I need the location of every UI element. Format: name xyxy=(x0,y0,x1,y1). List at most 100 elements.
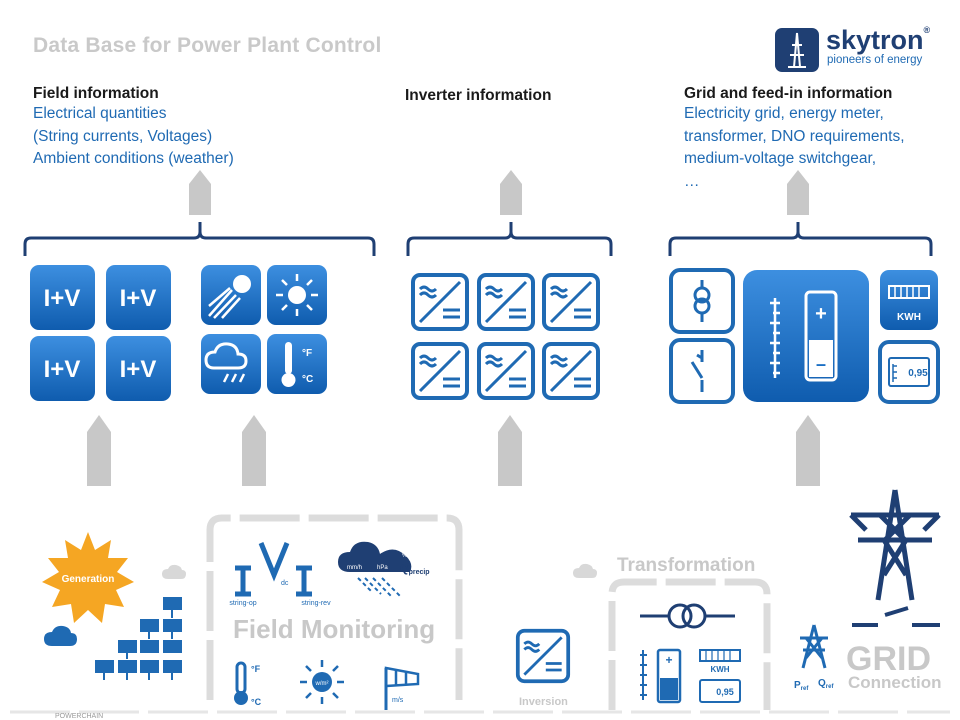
up-arrow-inverter xyxy=(500,170,522,215)
svg-text:Qprecip: Qprecip xyxy=(400,563,430,576)
svg-text:Generation: Generation xyxy=(62,574,115,585)
logo-name: skytron xyxy=(826,25,924,55)
voltage-icon: dc xyxy=(258,542,290,587)
grid-info-heading: Grid and feed-in information xyxy=(684,85,893,102)
thermometer-icon: °F °C xyxy=(234,661,262,707)
svg-text:°C: °C xyxy=(251,697,262,707)
grid-info-line: transformer, DNO requirements, xyxy=(684,127,905,145)
svg-text:°F: °F xyxy=(251,664,261,674)
cloud-icon xyxy=(44,625,77,646)
big-up-arrow xyxy=(796,415,820,486)
svg-text:+: + xyxy=(815,303,827,325)
generation-sun-icon: Generation xyxy=(42,532,134,623)
up-arrow-field xyxy=(189,170,211,215)
inverter-tile xyxy=(411,342,469,400)
svg-text:+: + xyxy=(665,653,672,667)
iv-tile: I+V xyxy=(106,336,171,401)
page-title: Data Base for Power Plant Control xyxy=(33,34,382,57)
irradiation-icon: w/m² xyxy=(300,660,344,704)
grid-info-text: Grid and feed-in information Electricity… xyxy=(684,85,905,193)
big-up-arrow xyxy=(498,415,522,486)
svg-text:I+V: I+V xyxy=(120,285,157,312)
powerchain-label: POWERCHAIN xyxy=(55,713,103,720)
power-factor-tile: 0,95 xyxy=(878,340,940,404)
irradiance-tile xyxy=(201,265,261,325)
iv-tile: I+V xyxy=(106,265,171,330)
transformation-frame xyxy=(608,578,771,710)
energy-meter-tile: KWH xyxy=(880,270,938,330)
transformer-tile xyxy=(669,268,735,334)
weather-cloud-icon: %RH mm/h hPa Qprecip xyxy=(338,541,430,597)
logo-registered: ® xyxy=(923,25,931,35)
tower-logo-icon xyxy=(775,28,819,72)
grid-info-line: Electricity grid, energy meter, xyxy=(684,105,884,122)
field-info-line: (String currents, Voltages) xyxy=(33,127,213,145)
wind-icon: m/s xyxy=(384,666,420,710)
brace-field xyxy=(23,222,376,256)
svg-text:I+V: I+V xyxy=(44,285,81,312)
svg-text:Pref: Pref xyxy=(794,680,809,692)
sun-tile xyxy=(267,265,327,325)
brace-grid xyxy=(668,222,933,256)
skytron-logo: skytron® pioneers of energy xyxy=(774,25,934,75)
solar-panels-icon xyxy=(95,597,182,680)
svg-text:°C: °C xyxy=(302,374,313,385)
inverter-tile xyxy=(477,342,535,400)
svg-text:m/s: m/s xyxy=(392,697,404,704)
field-info-heading: Field information xyxy=(33,85,159,102)
brace-inverter xyxy=(406,222,613,256)
big-up-arrow xyxy=(242,415,266,486)
svg-text:w/m²: w/m² xyxy=(315,681,329,687)
transformer-icon xyxy=(640,603,735,629)
transformation-label: Transformation xyxy=(617,555,755,576)
string-current-rev-icon: string-rev xyxy=(296,565,331,607)
field-monitoring-label: Field Monitoring xyxy=(233,614,435,644)
svg-text:hPa: hPa xyxy=(377,565,388,571)
pylon-icon xyxy=(849,489,941,627)
svg-text:I+V: I+V xyxy=(44,356,81,383)
rain-tile xyxy=(201,334,261,394)
svg-text:string-rev: string-rev xyxy=(301,600,331,607)
string-current-icon: string-op xyxy=(229,565,257,607)
iv-tile: I+V xyxy=(30,336,95,401)
svg-text:dc: dc xyxy=(281,580,289,587)
svg-text:mm/h: mm/h xyxy=(347,565,362,571)
cloud-icon xyxy=(573,563,597,578)
logo-tagline: pioneers of energy xyxy=(827,54,923,66)
svg-text:°F: °F xyxy=(302,348,312,359)
svg-text:–: – xyxy=(816,354,826,374)
cloud-icon xyxy=(162,564,186,579)
field-monitoring-frame xyxy=(206,514,463,700)
battery-tile: + – xyxy=(743,270,869,402)
inversion-icon xyxy=(515,628,571,684)
grid-info-line: … xyxy=(684,172,700,190)
inverter-tile xyxy=(542,342,600,400)
svg-text:I+V: I+V xyxy=(120,356,157,383)
inversion-label: Inversion xyxy=(519,696,568,708)
svg-text:%RH: %RH xyxy=(402,553,416,559)
inverter-tile xyxy=(477,273,535,331)
big-up-arrow xyxy=(87,415,111,486)
inverter-info-heading: Inverter information xyxy=(405,87,552,104)
inverter-tile xyxy=(411,273,469,331)
field-info-line: Ambient conditions (weather) xyxy=(33,150,234,167)
inverter-tile xyxy=(542,273,600,331)
svg-text:string-op: string-op xyxy=(229,600,256,607)
iv-tile: I+V xyxy=(30,265,95,330)
storage-icon: + xyxy=(640,648,682,704)
small-pylon-icon: Pref Qref xyxy=(794,624,834,692)
field-info-text: Field information Electrical quantities … xyxy=(33,85,234,171)
up-arrow-grid xyxy=(787,170,809,215)
svg-text:KWH: KWH xyxy=(897,312,921,323)
connection-label: Connection xyxy=(848,673,942,692)
switchgear-tile xyxy=(669,338,735,404)
field-info-line: Electrical quantities xyxy=(33,105,167,122)
grid-label: GRID xyxy=(846,640,931,678)
svg-text:0,95: 0,95 xyxy=(908,368,928,379)
svg-text:Qref: Qref xyxy=(818,678,834,690)
grid-info-line: medium-voltage switchgear, xyxy=(684,150,877,167)
svg-text:0,95: 0,95 xyxy=(716,687,734,697)
temperature-tile: °F °C xyxy=(267,334,327,394)
meter-icon: KWH 0,95 xyxy=(699,649,741,703)
